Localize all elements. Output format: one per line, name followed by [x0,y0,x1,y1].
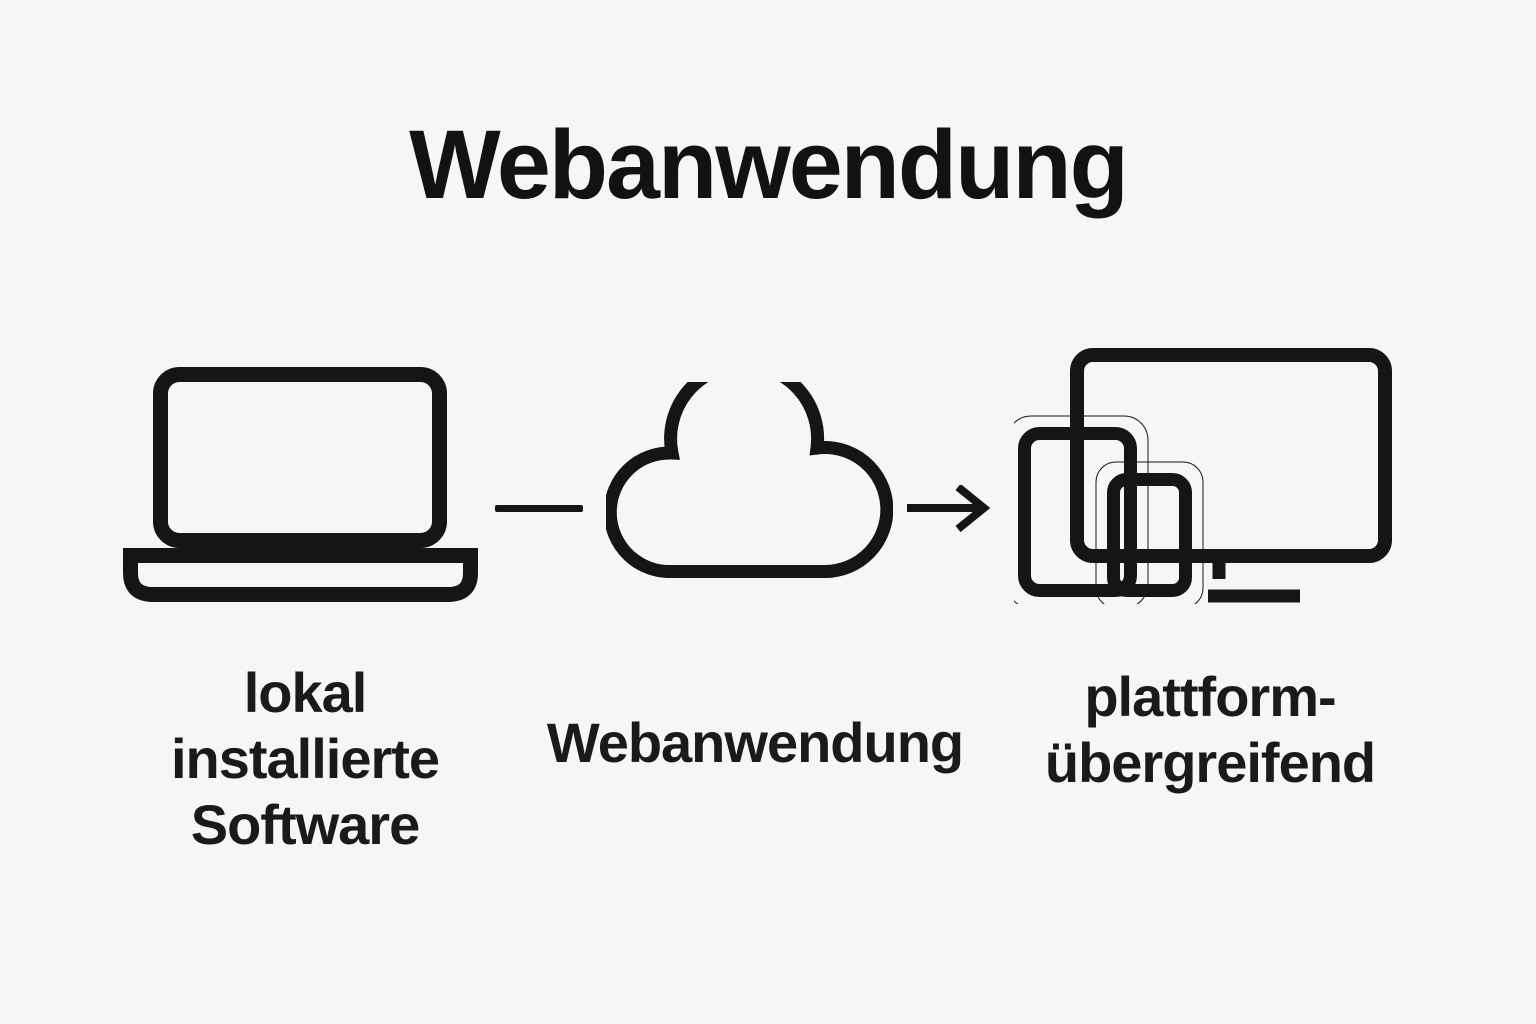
devices-icon [1014,348,1392,604]
cloud-icon [606,382,893,578]
connector-line [495,505,583,512]
arrow-icon [907,485,990,532]
label-cross-platform: plattform- übergreifend [1044,665,1376,794]
tablet [1018,427,1137,597]
laptop-screen [153,367,447,548]
phone [1107,473,1192,597]
page-title: Webanwendung [409,110,1129,219]
monitor-screen [1070,348,1392,563]
label-local-software: lokal installierte Software [170,661,440,856]
tablet-halo [1014,415,1149,604]
phone-halo [1095,461,1204,604]
label-web-application: Webanwendung [546,711,964,774]
cloud-outline [606,382,893,578]
laptop-base [123,548,478,602]
laptop-icon [123,367,478,602]
